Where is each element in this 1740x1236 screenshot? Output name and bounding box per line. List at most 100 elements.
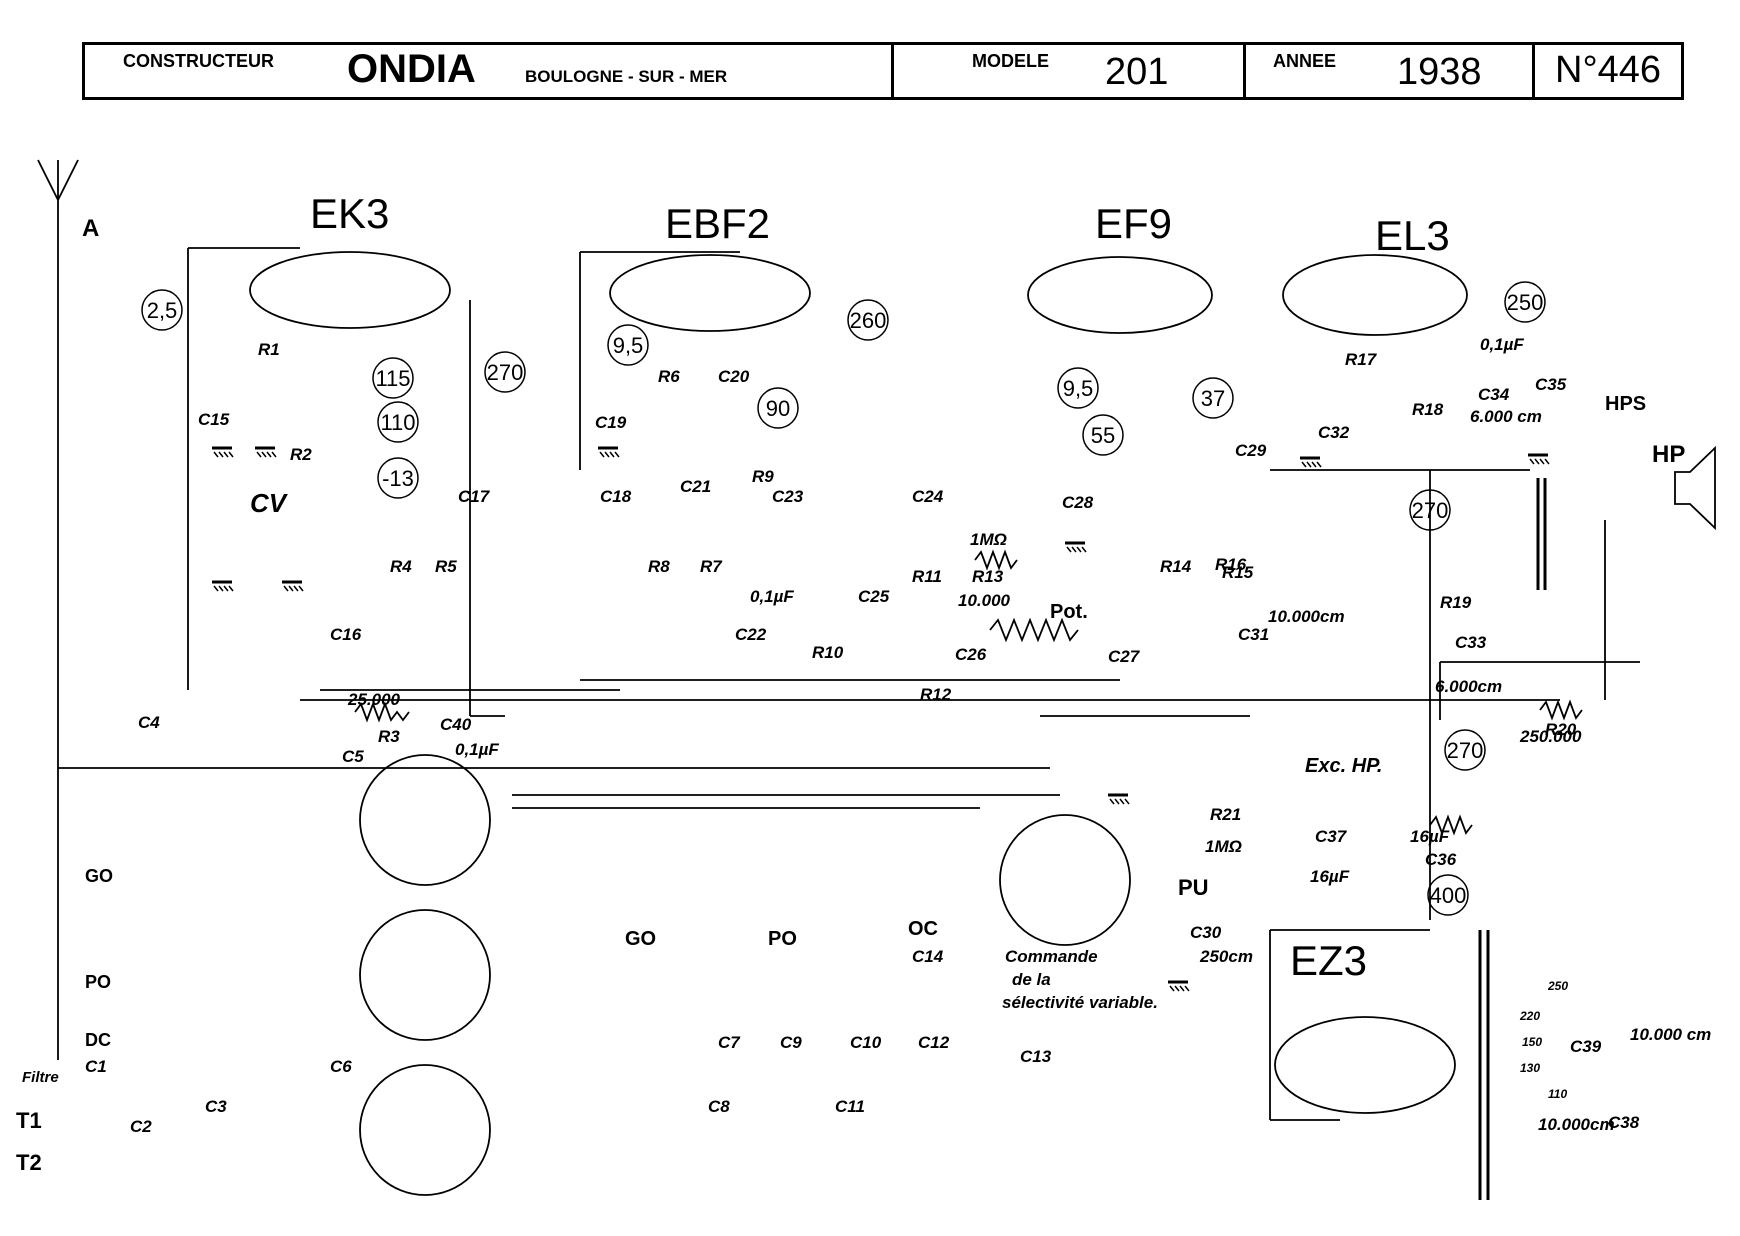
component-value: 250.000 [1519,727,1582,746]
header-box: CONSTRUCTEUR ONDIA BOULOGNE - SUR - MER … [82,42,1684,100]
component-label: R6 [658,367,680,386]
component-label: C15 [198,410,230,429]
component-label: C8 [708,1097,730,1116]
component-label: C11 [835,1097,865,1116]
cv-label: CV [250,488,289,518]
component-label: C3 [205,1097,227,1116]
voltage-callout: 9,5 [1063,376,1094,401]
component-label: C35 [1535,375,1567,394]
wave-switch-3 [359,1064,491,1196]
antenna-label: A [82,215,99,242]
ground-symbol [1166,980,1191,993]
component-value: 0,1µF [1480,335,1524,354]
wave-switch-1 [359,754,491,886]
ground-symbol [280,580,305,593]
header-divider [1243,45,1246,97]
ground-symbol [596,446,621,459]
component-label: C18 [600,487,632,506]
component-value: 10.000cm [1268,607,1345,626]
selectivity-caption-line3: sélectivité variable. [1002,993,1158,1012]
component-label: R8 [648,557,670,576]
component-label: C10 [850,1033,882,1052]
voltage-callout: 270 [1412,498,1449,523]
osc-coil-label-go: GO [625,928,656,950]
component-label: C7 [718,1033,741,1052]
schematic-number: N°446 [1555,49,1662,91]
tap-label: 250 [1547,979,1568,993]
component-label: C19 [595,413,627,432]
component-value: 6.000 cm [1470,407,1542,426]
annee-value: 1938 [1397,51,1482,93]
component-label: R14 [1160,557,1192,576]
voltage-callout: 2,5 [147,298,178,323]
ground-symbol [1298,456,1323,469]
component-value: 10.000 [958,591,1011,610]
component-label: R19 [1440,593,1472,612]
component-label: C30 [1190,923,1222,942]
component-value: 10.000 cm [1630,1025,1711,1044]
component-label: C36 [1425,850,1457,869]
voltage-callout: 110 [380,410,415,435]
component-label: C13 [1020,1047,1052,1066]
component-label: R13 [972,567,1004,586]
resistor-r20 [1539,699,1583,721]
component-label: C6 [330,1057,352,1076]
component-label: C1 [85,1057,107,1076]
coil-label-po: PO [85,972,111,992]
component-label: R17 [1345,350,1378,369]
hps-label: HPS [1605,393,1646,415]
resistor-r21 [1429,814,1473,836]
ground-symbol [210,446,235,459]
exc-hp-label: Exc. HP. [1305,755,1382,777]
component-value: 10.000cm [1538,1115,1615,1134]
component-label: C16 [330,625,362,644]
tap-label: 130 [1520,1061,1540,1075]
resistor-r13 [974,549,1018,571]
component-label: R20 [1545,720,1577,739]
city-label: BOULOGNE - SUR - MER [525,67,728,86]
component-label: C2 [130,1117,152,1136]
tube-envelope-ebf2 [609,254,811,332]
header-divider [1532,45,1535,97]
component-value: 0,1µF [455,740,499,759]
component-label: C32 [1318,423,1350,442]
constructeur-label: CONSTRUCTEUR [123,51,274,71]
resistor-r3 [354,701,410,723]
component-value: 0,1µF [750,587,794,606]
component-label: R12 [920,685,952,704]
component-label: C39 [1570,1037,1602,1056]
component-label: R7 [700,557,723,576]
voltage-callout: 115 [375,366,410,391]
component-label: R4 [390,557,412,576]
tube-envelope-el3 [1282,254,1468,336]
wave-switch-2 [359,909,491,1041]
component-label: C17 [458,487,491,506]
coil-label-dc: DC [85,1030,111,1050]
component-label: R21 [1210,805,1241,824]
filtre-label: Filtre [22,1069,59,1086]
modele-label: MODELE [972,51,1050,71]
component-label: C31 [1238,625,1269,644]
ground-symbol [1063,541,1088,554]
tube-envelope-ez3 [1274,1016,1456,1114]
osc-coil-label-po: PO [768,928,797,950]
tap-label: 110 [1548,1087,1567,1101]
pu-label: PU [1178,875,1209,900]
component-label: C37 [1315,827,1348,846]
component-label: C26 [955,645,987,664]
component-label: R10 [812,643,844,662]
brand-name: ONDIA [347,47,476,91]
component-label: C23 [772,487,804,506]
voltage-callout: 270 [1447,738,1484,763]
t1-label: T1 [16,1108,42,1133]
tube-label-ebf2: EBF2 [665,200,770,247]
voltage-callout: 55 [1091,423,1115,448]
component-label: C28 [1062,493,1094,512]
voltage-callout: 400 [1430,883,1467,908]
selectivity-caption-line2: de la [1012,970,1051,989]
tube-envelope-ek3 [249,251,451,329]
modele-value: 201 [1105,51,1169,93]
component-label: R3 [378,727,400,746]
component-label: R18 [1412,400,1444,419]
component-value: 6.000cm [1435,677,1502,696]
